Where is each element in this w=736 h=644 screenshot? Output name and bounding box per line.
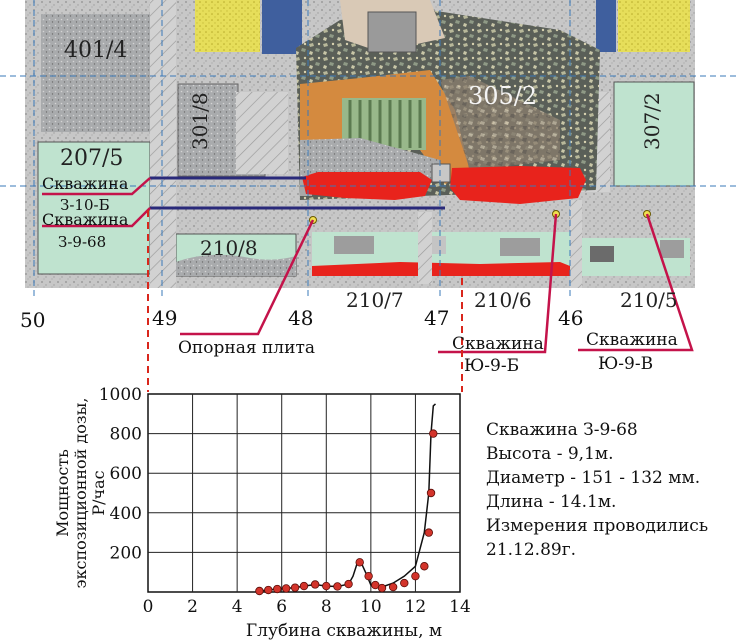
axis-label-50: 50 <box>20 308 46 332</box>
chart-y-axis-label-line: Р/час <box>89 470 108 515</box>
chart-point <box>429 429 438 438</box>
chart-point <box>333 582 342 591</box>
lava-mass-left <box>302 172 432 200</box>
chart-y-tick-label: 800 <box>110 425 142 445</box>
axis-label-49: 49 <box>152 306 178 330</box>
upper-equipment <box>367 11 417 53</box>
top-block-left <box>195 0 260 52</box>
room-label-210-7: 210/7 <box>346 288 404 312</box>
chart-y-axis-label: Мощностьэкспозиционной дозы,Р/час <box>53 398 108 589</box>
equipment-210-5-a <box>590 246 614 262</box>
callout-lines <box>42 177 694 354</box>
well-z10b-label-2: З-10-Б <box>60 196 110 214</box>
chart-y-tick-label: 200 <box>110 543 142 563</box>
chart-point <box>290 583 300 592</box>
well-yu9v-label-2: Ю-9-В <box>598 354 654 374</box>
info-line-3: Диаметр - 151 - 132 мм. <box>486 468 701 488</box>
info-line-1: Скважина З-9-68 <box>486 420 638 440</box>
top-equipment-right <box>596 0 616 52</box>
chart-x-tick-label: 4 <box>232 597 243 617</box>
chart-point <box>400 578 409 588</box>
axis-grid <box>0 0 736 300</box>
chart-point <box>273 584 282 594</box>
lava-mass-right <box>450 166 586 204</box>
chart-y-tick-label: 600 <box>110 464 142 484</box>
chart-point <box>355 558 364 567</box>
chart-x-tick-label: 10 <box>360 597 382 617</box>
well-yu9b-label-2: Ю-9-Б <box>464 356 520 376</box>
room-label-207-5: 207/5 <box>60 146 124 171</box>
chart-point <box>426 488 436 498</box>
chart-point <box>420 562 429 571</box>
chart-point <box>364 571 373 581</box>
wall-axis-47 <box>418 212 432 284</box>
room-label-210-8: 210/8 <box>200 236 258 260</box>
chart-x-tick-label: 0 <box>143 597 154 617</box>
chart-y-tick-label: 1000 <box>99 385 142 405</box>
chart-point <box>411 571 420 581</box>
lava-210-7-6 <box>312 262 570 276</box>
well-z968-label-1: Скважина <box>42 210 129 229</box>
info-line-2: Высота - 9,1м. <box>486 444 614 464</box>
column-block <box>431 163 451 183</box>
fallen-debris <box>300 138 440 180</box>
room-207-5 <box>37 141 151 275</box>
chart-point <box>388 582 398 592</box>
chart-y-axis-label-line: экспозиционной дозы, <box>71 398 90 589</box>
chart-y-axis-label-line: Мощность <box>53 449 72 537</box>
axis-label-46: 46 <box>558 306 584 330</box>
well-z968-label-2: З-9-68 <box>58 233 107 251</box>
room-401-4 <box>41 14 150 132</box>
chart-point <box>322 581 331 591</box>
equipment-210-7-a <box>334 236 374 254</box>
hatched-wall-a <box>236 92 288 174</box>
plate-label: Опорная плита <box>178 338 315 358</box>
equipment-210-5-b <box>660 240 684 258</box>
chart-point <box>264 585 273 595</box>
chart-point <box>377 583 387 593</box>
room-label-301-8: 301/8 <box>188 92 212 150</box>
axis-label-47: 47 <box>424 306 450 330</box>
room-label-210-5: 210/5 <box>620 288 678 312</box>
chart-point <box>344 579 353 589</box>
equipment-210-7-b <box>428 236 446 254</box>
chart-plot-area <box>147 393 461 593</box>
info-line-6: 21.12.89г. <box>486 540 577 560</box>
chart-y-tick-label: 400 <box>110 504 142 524</box>
chart-point <box>424 528 433 537</box>
room-210-8-debris <box>176 254 296 276</box>
equipment-210-6 <box>500 238 540 256</box>
chart-x-tick-label: 2 <box>187 597 198 617</box>
chart-x-tick-label: 6 <box>276 597 287 617</box>
room-label-305-2: 305/2 <box>468 82 538 110</box>
wall-axis-49 <box>150 0 176 288</box>
well-yu9v-label-1: Скважина <box>586 330 678 350</box>
wall-axis-46 <box>570 200 582 288</box>
rubble-right <box>440 76 560 170</box>
info-line-5: Измерения проводились <box>486 516 709 536</box>
chart-x-tick-label: 14 <box>449 597 471 617</box>
chart-point <box>255 586 264 596</box>
room-label-210-6: 210/6 <box>474 288 532 312</box>
top-equipment-left <box>262 0 302 54</box>
chart-point <box>281 584 291 593</box>
room-label-401-4: 401/4 <box>64 38 128 63</box>
well-info-block: Скважина З-9-68 Высота - 9,1м. Диаметр -… <box>486 418 708 562</box>
chart-x-axis-label: Глубина скважины, м <box>246 621 442 641</box>
chart-point <box>299 581 309 591</box>
chart-point <box>310 580 320 589</box>
chart-x-tick-label: 8 <box>321 597 332 617</box>
info-line-4: Длина - 14.1м. <box>486 492 617 512</box>
chart-x-tick-label: 12 <box>405 597 427 617</box>
axis-label-48: 48 <box>288 306 314 330</box>
well-z10b-label-1: Скважина <box>42 174 129 193</box>
top-block-right <box>618 0 690 52</box>
well-yu9b-label-1: Скважина <box>452 334 544 354</box>
room-label-307-2: 307/2 <box>640 92 664 150</box>
